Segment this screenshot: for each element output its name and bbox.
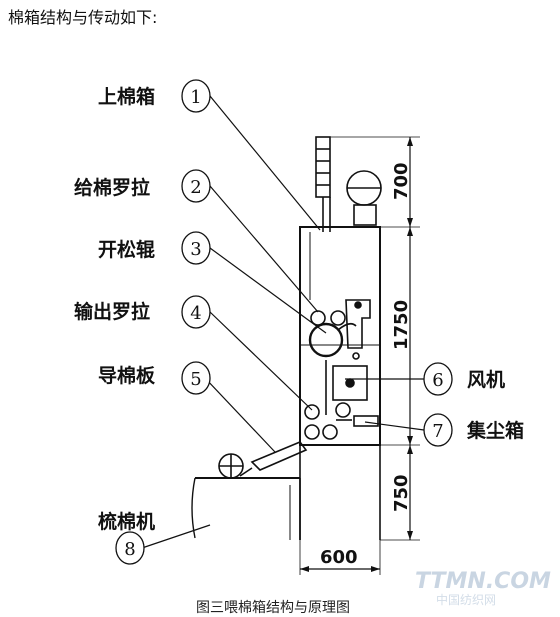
watermark-sub: 中国纺织网 <box>436 592 496 607</box>
leader-lines <box>141 95 425 549</box>
callout-5: 5 <box>190 369 201 390</box>
callout-3: 3 <box>190 239 201 260</box>
callout-7: 7 <box>432 421 443 442</box>
dim-bottom: 750 <box>391 474 412 512</box>
callout-8: 8 <box>124 539 135 560</box>
label-guide-plate: 导棉板 <box>98 364 156 387</box>
dim-middle: 1750 <box>391 300 412 350</box>
machine-drawing <box>191 136 382 540</box>
dimension-lines <box>299 136 420 575</box>
callout-4: 4 <box>190 303 201 324</box>
dimension-arrows <box>300 137 413 572</box>
callout-2: 2 <box>190 177 201 198</box>
callout-1: 1 <box>190 87 201 108</box>
label-output-roller: 输出罗拉 <box>74 300 150 323</box>
dim-width: 600 <box>320 547 358 568</box>
watermark-brand: TTMN.COM <box>415 569 551 594</box>
beater-arm <box>345 299 371 349</box>
output-roller-shape <box>304 404 320 420</box>
fan-shape <box>332 365 368 401</box>
label-opening-roller: 开松辊 <box>98 238 155 261</box>
label-carding-machine: 梳棉机 <box>98 510 155 533</box>
callout-circles <box>115 79 453 565</box>
label-upper-box: 上棉箱 <box>98 85 155 108</box>
callout-6: 6 <box>432 370 443 391</box>
guide-plate-shape <box>250 441 308 471</box>
label-dust-box: 集尘箱 <box>466 419 524 442</box>
dim-top: 700 <box>391 162 412 200</box>
intro-text: 棉箱结构与传动如下: <box>8 8 158 27</box>
upper-box-shape <box>315 136 331 198</box>
figure-caption: 图三喂棉箱结构与原理图 <box>196 599 350 616</box>
label-fan: 风机 <box>467 369 505 391</box>
main-cabinet <box>299 226 381 446</box>
dust-box-shape <box>353 415 379 427</box>
opening-roller-shape <box>308 322 344 358</box>
label-feed-roller: 给棉罗拉 <box>74 176 150 199</box>
